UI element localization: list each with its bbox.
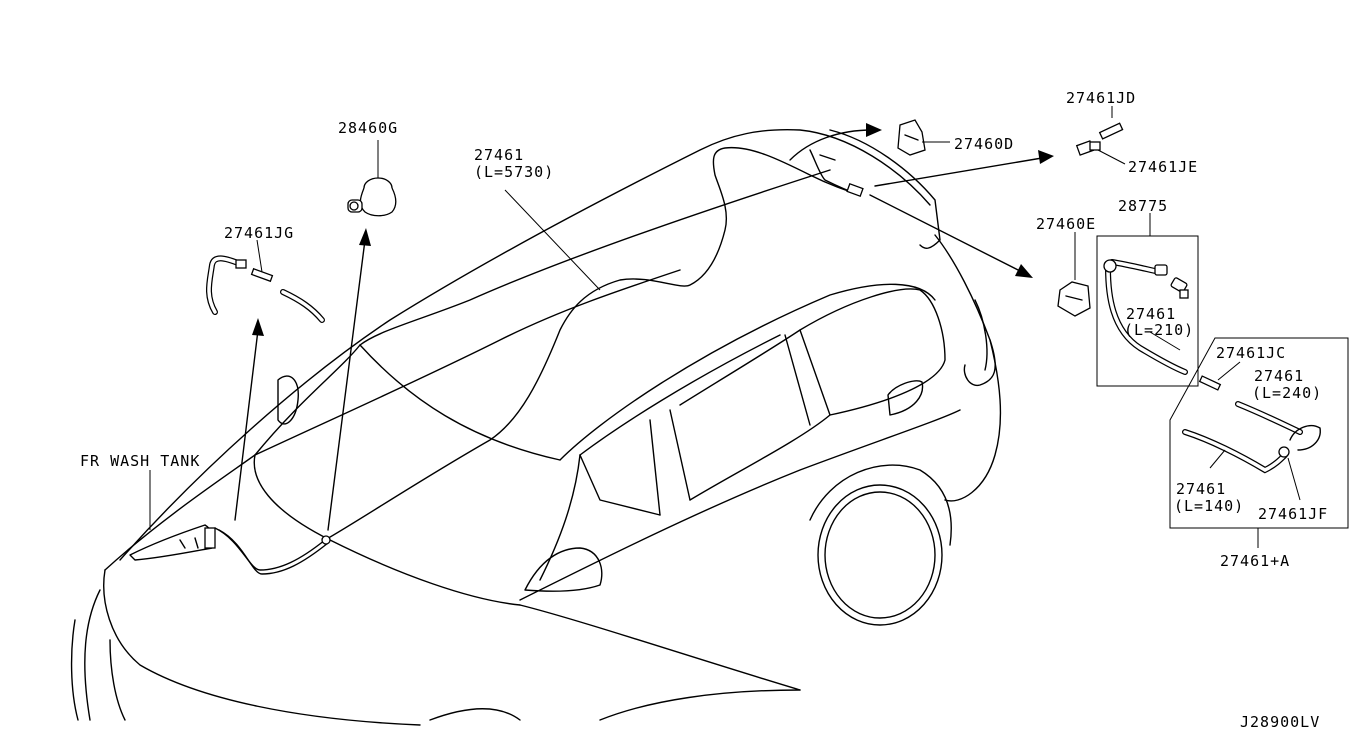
label-27461-140: 27461 [1176,480,1227,498]
car-body [70,128,1002,726]
label-27460e: 27460E [1036,215,1097,233]
label-fr-wash-tank: FR WASH TANK [80,452,201,470]
front-wash-tank [129,470,216,561]
label-27461-240-length: (L=240) [1252,384,1323,402]
kit-box-27461-plus-a [1169,337,1349,548]
label-27461jc: 27461JC [1216,344,1287,362]
bracket-27460e [1057,232,1091,317]
label-27461je: 27461JE [1128,158,1199,176]
label-27461-210: 27461 [1126,305,1177,323]
label-27460d: 27460D [954,135,1015,153]
leader-lines [504,189,1181,351]
joints-27461jd-je [1075,106,1126,165]
label-27461-240: 27461 [1254,367,1305,385]
drawing-code: J28900LV [1240,713,1321,731]
label-27461-210-length: (L=210) [1124,321,1195,339]
kit-box-28775 [1096,213,1199,387]
label-27461-plus-a: 27461+A [1220,552,1291,570]
label-27461jd: 27461JD [1066,89,1137,107]
pointer-arrows [234,123,1054,531]
rear-nozzle-assembly [809,149,864,197]
joint-hose-27461jg [206,239,325,323]
washer-hose-main [214,146,861,575]
check-valve-28460g [347,140,397,217]
label-27461-140-length: (L=140) [1174,497,1245,515]
label-28775: 28775 [1118,197,1169,215]
label-28460g: 28460G [338,119,399,137]
label-27461jf: 27461JF [1258,505,1329,523]
label-27461-main-length: (L=5730) [474,163,555,181]
bracket-27460d [897,119,950,156]
label-27461jg: 27461JG [224,224,295,242]
label-27461-main: 27461 [474,146,525,164]
